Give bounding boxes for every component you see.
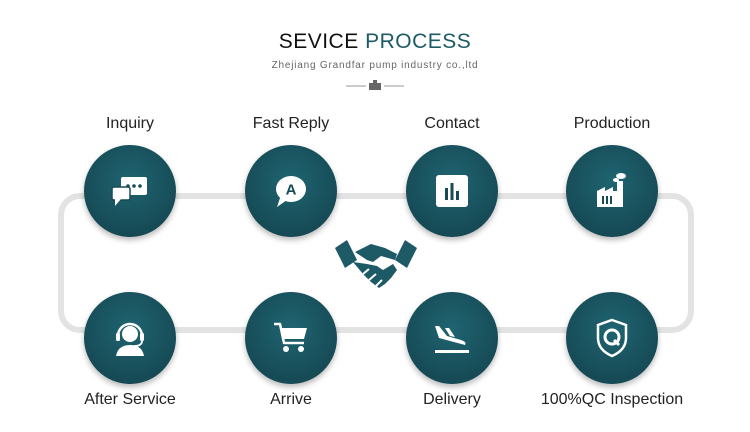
- step-circle: [245, 292, 337, 384]
- process-loop-connector: [58, 193, 694, 333]
- chat-bubbles-icon: [111, 177, 147, 206]
- step-circle: [84, 145, 176, 237]
- step-label: Production: [573, 115, 651, 132]
- bar-chart-icon: [436, 175, 468, 207]
- step-label: Fast Reply: [252, 115, 330, 132]
- page-subtitle: Zhejiang Grandfar pump industry co.,ltd: [271, 60, 479, 71]
- step-label: Inquiry: [105, 115, 155, 132]
- airplane-landing-icon: [435, 326, 469, 353]
- step-label: 100%QC Inspection: [540, 391, 684, 408]
- step-circle: [84, 292, 176, 384]
- shield-q-icon: [596, 318, 628, 358]
- headset-support-icon: [116, 322, 144, 356]
- step-circle: A: [245, 145, 337, 237]
- step-circle: [566, 145, 658, 237]
- handshake-icon: [335, 240, 417, 288]
- header: SEVICE PROCESS Zhejiang Grandfar pump in…: [0, 30, 750, 71]
- factory-icon: [597, 173, 626, 207]
- step-label: Delivery: [423, 391, 481, 408]
- shopping-cart-icon: [274, 322, 307, 352]
- svg-text:A: A: [286, 182, 297, 199]
- reply-bubble-icon: A: [276, 176, 306, 207]
- step-label: Arrive: [270, 391, 312, 408]
- step-label: Contact: [424, 115, 480, 132]
- step-label: After Service: [84, 391, 176, 408]
- step-circle: [406, 145, 498, 237]
- page-title: SEVICE PROCESS: [278, 30, 472, 53]
- step-circle: [566, 292, 658, 384]
- divider-ornament-icon: [346, 80, 404, 90]
- step-circle: [406, 292, 498, 384]
